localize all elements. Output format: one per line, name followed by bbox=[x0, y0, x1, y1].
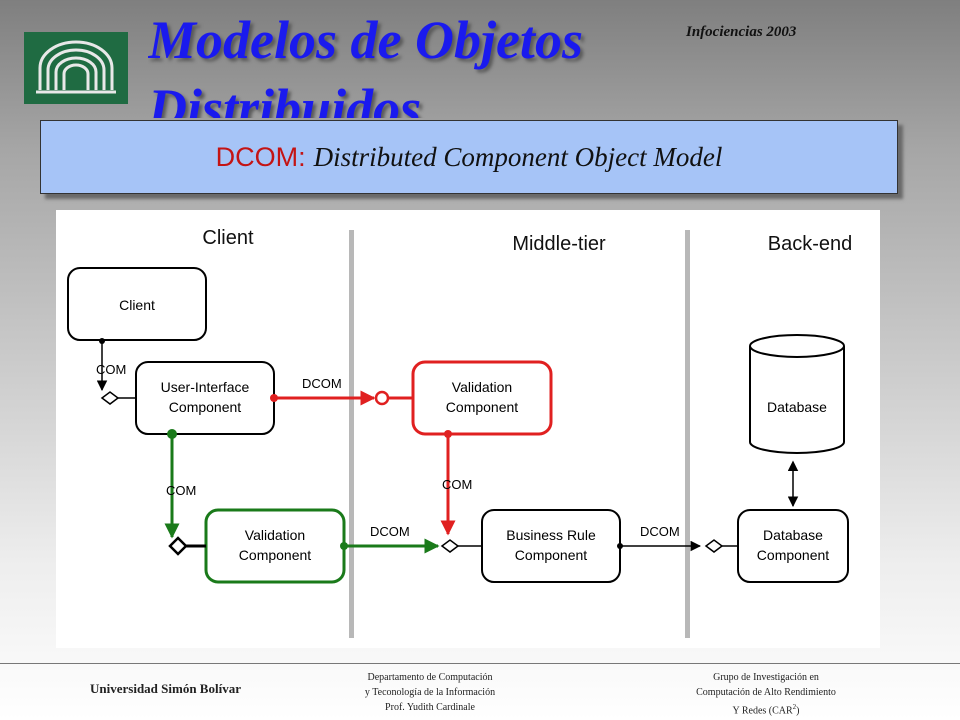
node-brc-line1: Business Rule bbox=[506, 527, 596, 543]
edge-brc-dbc: DCOM bbox=[617, 524, 738, 553]
edge-ui-val-label: DCOM bbox=[302, 376, 342, 391]
edge-validation-green-brc: DCOM bbox=[340, 524, 482, 554]
tier-separators bbox=[349, 230, 690, 638]
footer-group-close: ) bbox=[796, 705, 800, 717]
conference-label: Infociencias 2003 bbox=[686, 24, 797, 40]
tier-label-middle: Middle-tier bbox=[512, 233, 606, 255]
node-dbc-line2: Component bbox=[757, 547, 829, 563]
node-db-label: Database bbox=[767, 399, 827, 415]
edge-client-ui: COM bbox=[96, 338, 136, 405]
logo-arches-icon bbox=[36, 40, 116, 94]
footer-department: Departamento de Computación y Teconologí… bbox=[310, 670, 550, 715]
separator-middle-backend bbox=[685, 230, 690, 638]
node-validation-green: Validation Component bbox=[204, 508, 346, 584]
node-validation-red: Validation Component bbox=[411, 360, 553, 436]
node-brc-line2: Component bbox=[515, 547, 587, 563]
dcom-architecture-diagram: Client Middle-tier Back-end Client User-… bbox=[56, 210, 880, 648]
node-ui-component: User-Interface Component bbox=[135, 361, 275, 435]
edge-ui-validation-red: DCOM bbox=[270, 376, 413, 406]
subtitle-expansion: Distributed Component Object Model bbox=[313, 141, 723, 172]
node-val-green-line2: Component bbox=[239, 547, 311, 563]
separator-client-middle bbox=[349, 230, 354, 638]
edge-ui-validation-green: COM bbox=[164, 429, 206, 556]
node-val-red-line2: Component bbox=[446, 399, 518, 415]
edge-client-ui-label: COM bbox=[96, 362, 126, 377]
subtitle-acronym: DCOM: bbox=[215, 141, 306, 172]
node-client-label: Client bbox=[119, 297, 155, 313]
subtitle-box: DCOM: Distributed Component Object Model bbox=[40, 120, 898, 194]
footer-dept-line2: y Teconología de la Información bbox=[364, 687, 496, 698]
node-database: Database bbox=[749, 334, 845, 454]
edge-val-brc-label: COM bbox=[442, 477, 472, 492]
tier-label-client: Client bbox=[202, 227, 254, 249]
footer-divider bbox=[0, 663, 960, 664]
edge-brc-dbc-label: DCOM bbox=[640, 524, 680, 539]
footer-dept-line3: Prof. Yudith Cardinale bbox=[385, 702, 475, 713]
edge-ui-green-label: COM bbox=[166, 483, 196, 498]
node-ui-line2: Component bbox=[169, 399, 241, 415]
node-database-component: Database Component bbox=[737, 509, 849, 583]
edge-validation-red-brc: COM bbox=[440, 430, 472, 536]
slide-title: Modelos de Objetos Distribuidos bbox=[148, 10, 583, 118]
node-ui-line1: User-Interface bbox=[161, 379, 250, 395]
footer-group-line1: Grupo de Investigación en bbox=[713, 672, 819, 683]
footer-dept-line1: Departamento de Computación bbox=[367, 672, 493, 683]
node-dbc-line1: Database bbox=[763, 527, 823, 543]
footer-research-group: Grupo de Investigación en Computación de… bbox=[676, 670, 856, 718]
footer-university: Universidad Simón Bolívar bbox=[90, 681, 241, 696]
edge-green-brc-label: DCOM bbox=[370, 524, 410, 539]
node-val-red-line1: Validation bbox=[452, 379, 512, 395]
footer-group-line3-text: Y Redes (CAR bbox=[732, 705, 793, 717]
node-val-green-line1: Validation bbox=[245, 527, 305, 543]
university-logo bbox=[24, 32, 128, 104]
node-business-rule: Business Rule Component bbox=[481, 509, 621, 583]
node-client: Client bbox=[67, 267, 207, 341]
footer-group-sup: 2 bbox=[792, 703, 797, 711]
tier-label-backend: Back-end bbox=[768, 233, 853, 255]
footer-group-line3: Y Redes (CAR2) bbox=[676, 700, 856, 718]
footer-group-line2: Computación de Alto Rendimiento bbox=[696, 687, 836, 698]
diagram-canvas: Client Middle-tier Back-end Client User-… bbox=[67, 227, 853, 638]
